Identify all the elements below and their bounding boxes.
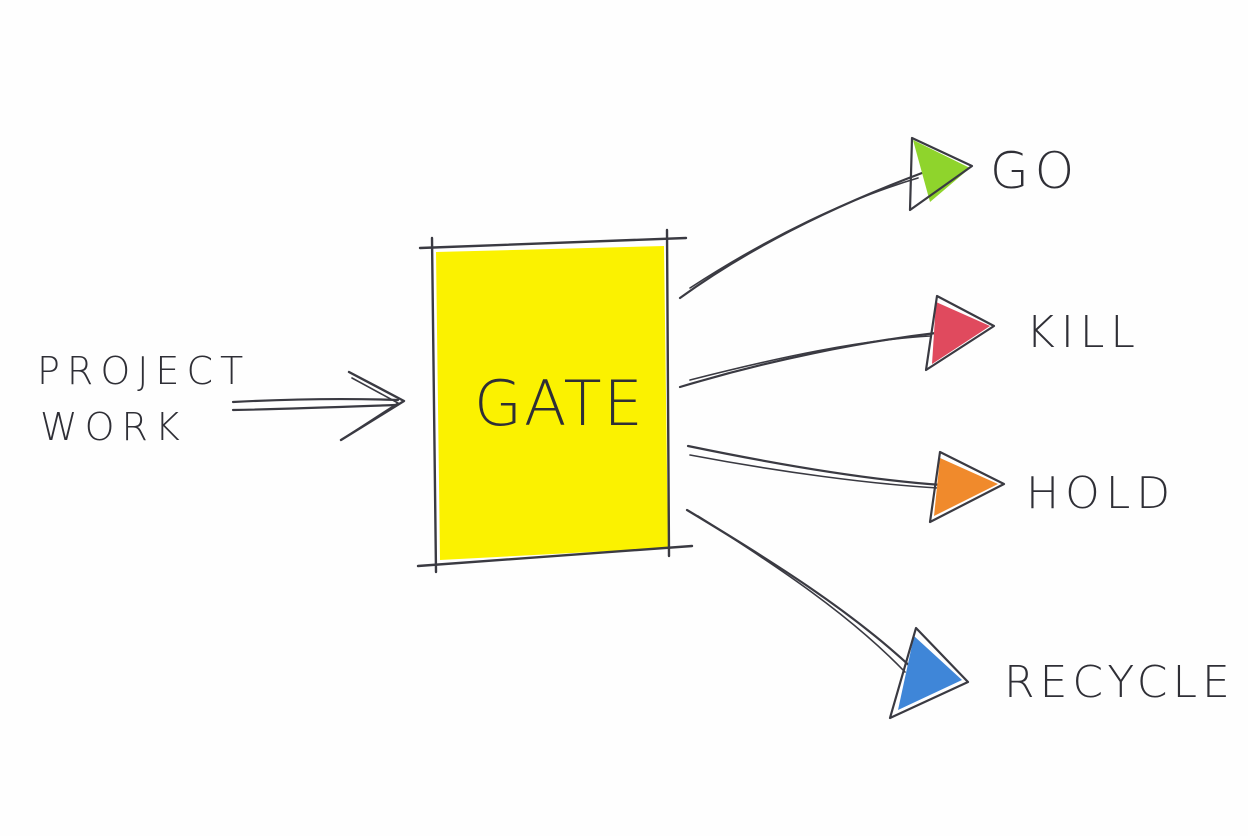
connector-go (678, 171, 924, 300)
outcome-hold: HOLD (928, 450, 1176, 524)
outcome-recycle: RECYCLE (888, 626, 1235, 720)
gate-box: GATE (416, 228, 694, 574)
input-label: PROJECT WORK (37, 349, 250, 449)
outcome-label-hold: HOLD (1026, 468, 1176, 519)
input-label-line2: WORK (40, 405, 187, 449)
gate-fill (436, 246, 668, 560)
recycle-triangle-icon (898, 636, 962, 710)
outcome-label-kill: KILL (1026, 307, 1141, 358)
outcome-label-recycle: RECYCLE (1004, 657, 1235, 708)
kill-triangle-icon (932, 302, 990, 364)
outcome-label-go: GO (990, 142, 1080, 200)
outcome-go: GO (908, 136, 1080, 212)
connector-recycle (685, 508, 914, 673)
connector-kill (678, 331, 938, 389)
gate-label: GATE (474, 367, 645, 440)
go-triangle-icon (913, 140, 970, 202)
hold-triangle-icon (934, 458, 998, 516)
connector-hold (686, 444, 944, 489)
input-arrow (231, 370, 406, 442)
outcome-kill: KILL (924, 294, 1141, 372)
input-label-line1: PROJECT (37, 349, 250, 393)
